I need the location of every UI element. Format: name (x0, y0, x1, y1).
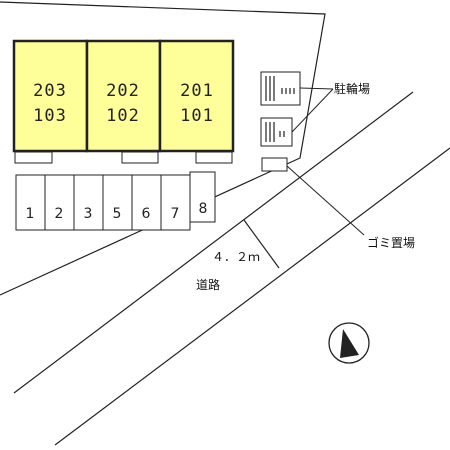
entrance-step (14, 151, 53, 164)
unit-lower-number: 102 (106, 106, 140, 126)
bicycle-parking-label: 駐輪場 (334, 81, 370, 96)
parking-space-number: 7 (171, 206, 180, 222)
parking-space-number: 5 (113, 206, 122, 222)
parking-space (15, 174, 46, 231)
entrance-step (121, 151, 159, 164)
leader-line (299, 87, 334, 90)
garbage-area-box (261, 157, 288, 172)
parking-space (73, 174, 104, 231)
unit-block (85, 39, 162, 153)
parking-space (160, 174, 191, 231)
unit-upper-number: 201 (180, 81, 214, 101)
garbage-area-label: ゴミ置場 (367, 235, 415, 250)
road-edge-right (54, 147, 450, 446)
leader-line (291, 88, 334, 133)
bicycle-rack (260, 117, 293, 147)
road-width-line (243, 219, 280, 269)
parking-space-number: 3 (84, 206, 93, 222)
unit-lower-number: 103 (33, 106, 67, 126)
parking-space-number: 6 (142, 206, 151, 222)
parking-space-number: 8 (199, 201, 208, 217)
road-label: 道路 (196, 277, 220, 292)
road-width-label: ４．２ｍ (212, 250, 260, 264)
bicycle-rack (260, 71, 301, 106)
road-edge-left (13, 91, 414, 394)
parking-space (189, 171, 216, 223)
unit-block (158, 39, 235, 153)
north-arrow-icon (328, 322, 370, 364)
entrance-step (195, 151, 233, 164)
unit-block (12, 39, 89, 153)
unit-203-103: 203 103 (12, 39, 89, 153)
unit-201-101: 201 101 (158, 39, 235, 153)
unit-upper-number: 203 (33, 81, 67, 101)
parking-area: 1 2 3 5 6 7 8 (15, 171, 216, 231)
parking-space-number: 1 (26, 206, 35, 222)
unit-202-102: 202 102 (85, 39, 162, 153)
leader-line (286, 165, 365, 236)
parking-space-number: 2 (55, 206, 64, 222)
unit-lower-number: 101 (180, 106, 214, 126)
unit-upper-number: 202 (106, 81, 140, 101)
